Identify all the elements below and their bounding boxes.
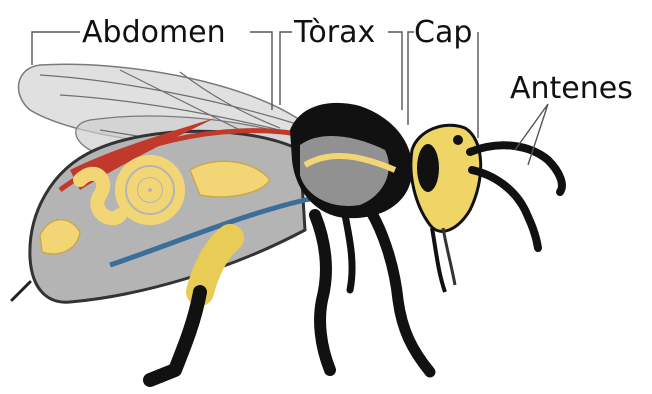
sting bbox=[12, 282, 30, 300]
ocellus bbox=[453, 135, 463, 145]
fore-leg-inner bbox=[345, 215, 352, 290]
label-torax: Tòrax bbox=[293, 15, 375, 50]
mandible bbox=[432, 228, 445, 292]
label-abdomen: Abdomen bbox=[82, 15, 226, 50]
antenna-lower bbox=[472, 170, 538, 248]
hind-leg bbox=[150, 292, 200, 380]
antennae bbox=[470, 145, 562, 248]
fore-leg bbox=[370, 210, 430, 372]
label-cap: Cap bbox=[414, 15, 472, 50]
compound-eye bbox=[417, 144, 439, 192]
label-antenes: Antenes bbox=[510, 71, 633, 106]
mid-leg bbox=[315, 215, 330, 370]
proboscis bbox=[443, 228, 455, 285]
hind-leg-femur bbox=[200, 238, 230, 292]
antenna-upper bbox=[470, 145, 562, 192]
